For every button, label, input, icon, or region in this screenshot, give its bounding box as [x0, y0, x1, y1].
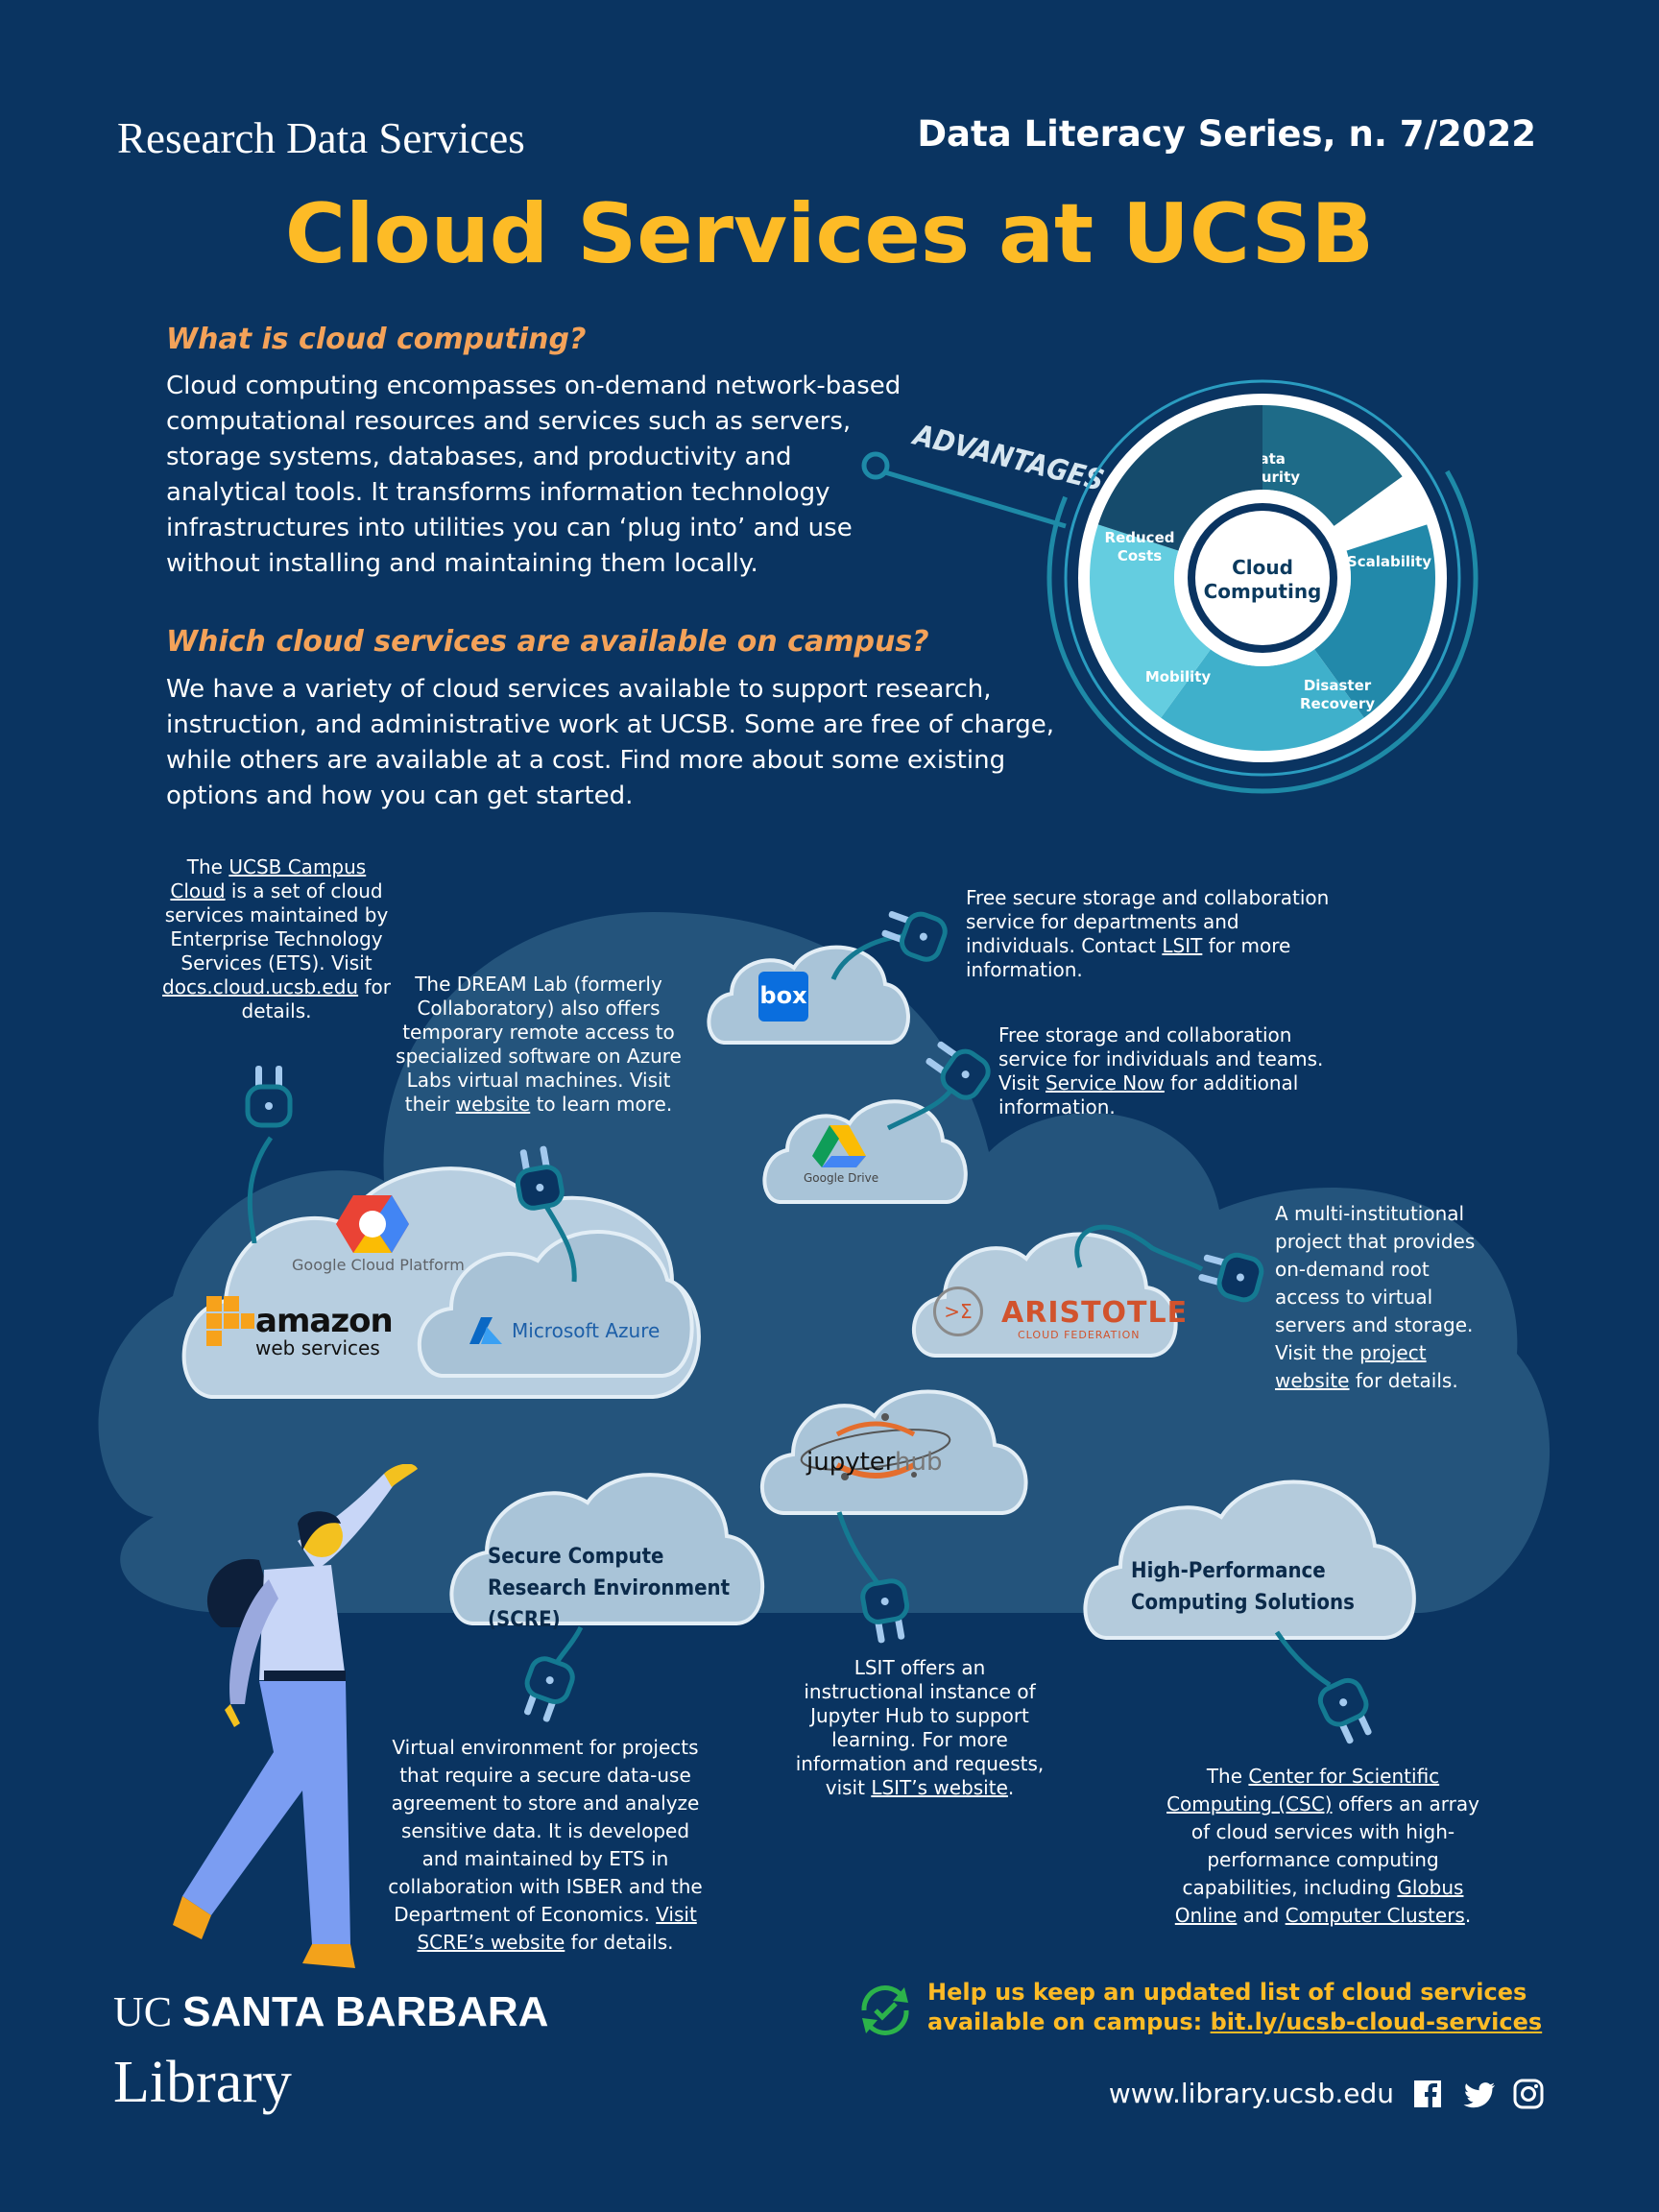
- globus-link[interactable]: Globus Online: [1174, 1876, 1464, 1927]
- campus-cloud-desc: The UCSB Campus Cloud is a set of cloud …: [162, 855, 391, 1022]
- service-now-link[interactable]: Service Now: [1045, 1071, 1165, 1094]
- question-what-is-cloud: What is cloud computing?: [166, 323, 587, 356]
- twitter-icon[interactable]: [1463, 2081, 1496, 2108]
- refresh-check-icon: [861, 1985, 909, 2035]
- csc-link[interactable]: Center for Scientific Computing (CSC): [1166, 1765, 1440, 1815]
- advantage-label: Scalability: [1347, 553, 1431, 570]
- scre-website-link[interactable]: Visit SCRE’s website: [417, 1903, 697, 1954]
- advantage-label: Mobility: [1145, 668, 1212, 685]
- services-paragraph: We have a variety of cloud services avai…: [166, 675, 1055, 810]
- page-title: Cloud Services at UCSB: [284, 186, 1375, 282]
- aristotle-project-link[interactable]: project website: [1275, 1341, 1427, 1392]
- help-message: Help us keep an updated list of cloud se…: [927, 1979, 1543, 2035]
- azure-icon: [469, 1317, 502, 1344]
- advantage-label: Costs: [1118, 547, 1162, 565]
- center-line-1: Cloud: [1232, 556, 1293, 579]
- gcp-label: Google Cloud Platform: [292, 1256, 465, 1274]
- campus-cloud-link[interactable]: UCSB Campus Cloud: [170, 855, 367, 902]
- hpc-desc: The Center for Scientific Computing (CSC…: [1166, 1765, 1479, 1927]
- scre-desc: Virtual environment for projects that re…: [388, 1736, 703, 1954]
- aws-cubes-icon: [206, 1296, 254, 1346]
- hpc-label: High-Performance Computing Solutions: [1131, 1559, 1355, 1615]
- question-which-services: Which cloud services are available on ca…: [166, 625, 929, 659]
- series-issue: Data Literacy Series, n. 7/2022: [917, 113, 1536, 155]
- library-url[interactable]: www.library.ucsb.edu: [1108, 2078, 1394, 2109]
- dream-lab-website-link[interactable]: website: [455, 1093, 531, 1116]
- hpc-cloud: [1083, 1479, 1416, 1640]
- ucsb-wordmark: UC SANTA BARBARA: [113, 1988, 549, 2035]
- advantages-diagram: ADVANTAGES DataSecurityScalabilityDisast…: [861, 362, 1479, 794]
- advantage-segment: [1090, 524, 1211, 718]
- big-background-cloud: [98, 912, 1551, 1613]
- aws-logo-line1: amazon: [255, 1302, 394, 1340]
- lsit-link[interactable]: LSIT: [1162, 934, 1203, 957]
- azure-label: Microsoft Azure: [512, 1319, 661, 1342]
- docs-cloud-link[interactable]: docs.cloud.ucsb.edu: [162, 975, 359, 998]
- advantage-segment: [1161, 649, 1364, 751]
- gdrive-desc: Free storage and collaboration service f…: [998, 1023, 1324, 1118]
- scre-cloud: [449, 1473, 765, 1625]
- facebook-icon[interactable]: [1413, 2080, 1442, 2108]
- aristotle-desc: A multi-institutional project that provi…: [1275, 1202, 1476, 1392]
- scre-label: Secure Compute Research Environment (SCR…: [488, 1545, 731, 1632]
- aws-logo-line2: web services: [255, 1336, 380, 1359]
- box-cloud: [707, 945, 910, 1045]
- advantage-label: Recovery: [1300, 695, 1375, 712]
- series-name: Research Data Services: [117, 114, 525, 162]
- google-cloud-icon: [336, 1195, 409, 1253]
- library-wordmark: Library: [113, 2050, 292, 2115]
- gdrive-label: Google Drive: [804, 1171, 879, 1185]
- azure-cloud: [417, 1230, 694, 1378]
- advantage-segment: [1314, 524, 1435, 718]
- intro-paragraph: Cloud computing encompasses on-demand ne…: [166, 372, 902, 578]
- person-illustration: [173, 1464, 418, 1968]
- advantage-segment: [1097, 405, 1262, 551]
- advantage-label: Disaster: [1304, 677, 1372, 694]
- box-logo: box: [758, 972, 808, 1022]
- box-desc: Free secure storage and collaboration se…: [966, 886, 1330, 981]
- advantage-label: Reduced: [1105, 529, 1175, 546]
- jupyter-cloud: [760, 1389, 1028, 1515]
- clusters-link[interactable]: Computer Clusters: [1285, 1904, 1465, 1927]
- jupyter-desc: LSIT offers an instructional instance of…: [795, 1656, 1045, 1799]
- aristotle-mark-icon: >Σ: [933, 1286, 983, 1336]
- advantages-connector: [861, 451, 1067, 529]
- gdrive-cloud: [762, 1099, 968, 1204]
- instagram-icon[interactable]: [1513, 2079, 1544, 2109]
- jupyter-logo: jupyterhub: [806, 1448, 943, 1477]
- dream-lab-desc: The DREAM Lab (formerly Collaboratory) a…: [396, 973, 682, 1116]
- help-link[interactable]: bit.ly/ucsb-cloud-services: [1210, 2008, 1543, 2035]
- jupyter-icon: [800, 1413, 951, 1480]
- google-drive-icon: [812, 1125, 866, 1167]
- aristotle-sub: CLOUD FEDERATION: [1018, 1329, 1141, 1341]
- center-line-2: Computing: [1204, 580, 1322, 603]
- lsit-website-link[interactable]: LSIT’s website: [871, 1776, 1008, 1799]
- aristotle-logo: ARISTOTLE: [1001, 1296, 1189, 1330]
